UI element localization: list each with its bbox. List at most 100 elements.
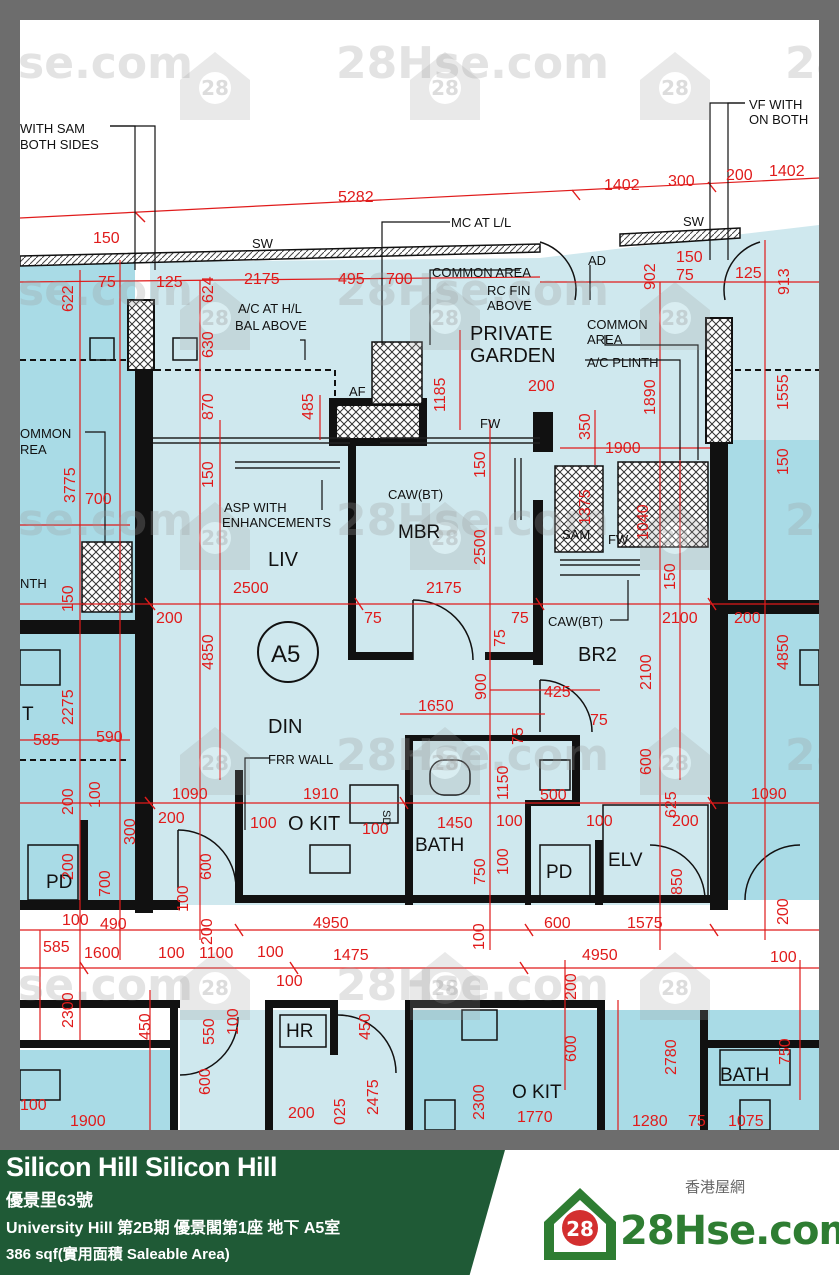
dim-450a: 450 (137, 1013, 154, 1040)
watermark-badge-8 (410, 502, 480, 570)
note-ac-plinth: A/C PLINTH (587, 355, 659, 370)
watermark-text-2: 28Hse.com (20, 38, 193, 89)
floor-lower-mid (180, 1010, 410, 1130)
dim-1402a: 1402 (604, 177, 640, 194)
watermark-texts: 28Hse.com 28Hse.com 28Hse.com 28Hse.com … (20, 38, 819, 1011)
room-label-din: DIN (268, 716, 302, 738)
watermark-badge-number: 28 (431, 306, 459, 330)
watermark-text-4: 28Hse.com (336, 265, 609, 316)
dim-75h: 75 (688, 1113, 706, 1130)
dim-4950b: 4950 (582, 947, 618, 964)
room-label-fw-sam: FW (608, 532, 629, 547)
dim-2275: 2275 (60, 689, 77, 725)
dim-600a: 600 (638, 748, 655, 775)
watermark-text-3: 28Hse.com (785, 38, 819, 89)
dim-585a: 585 (33, 732, 60, 749)
dim-600c: 600 (544, 915, 571, 932)
dim-2300b: 2300 (471, 1084, 488, 1120)
hatch-column-left (81, 541, 133, 613)
floor-plan-frame: 28Hse.com 28Hse.com 28Hse.com 28Hse.com … (20, 20, 819, 1130)
dim-350: 350 (577, 413, 594, 440)
dim-4850a: 4850 (200, 634, 217, 670)
footer-info-panel: Silicon Hill Silicon Hill 優景里63號 Univers… (0, 1150, 505, 1275)
dim-200d: 200 (734, 610, 761, 627)
note-caw-bt-1: CAW(BT) (388, 487, 443, 502)
watermark-badge-number: 28 (201, 76, 229, 100)
room-label-sw-right: SW (683, 214, 705, 229)
dim-75b: 75 (676, 267, 694, 284)
dim-913: 913 (776, 268, 793, 295)
dim-1090b: 1090 (751, 786, 787, 803)
dim-100c: 100 (362, 821, 389, 838)
unit-circle (257, 621, 319, 683)
watermark-badge-number: 28 (201, 306, 229, 330)
watermark-badge-11 (410, 727, 480, 795)
watermark-text-11: 28Hse.com (336, 960, 609, 1011)
dim-1150: 1150 (495, 765, 512, 800)
dim-850: 850 (669, 868, 686, 895)
floor-unit-a5 (150, 440, 710, 905)
dim-902: 902 (642, 263, 659, 290)
watermark-text-12: 28Hse.com (20, 960, 193, 1011)
note-rc-fin-1: RC FIN (487, 283, 530, 298)
dim-75f: 75 (590, 712, 608, 729)
watermark-badge-10 (180, 727, 250, 795)
floor-private-garden (150, 258, 540, 440)
dim-490: 490 (100, 916, 127, 933)
room-label-mbr: MBR (398, 522, 440, 543)
watermark-badge-9 (640, 502, 710, 570)
hatch-column-sam-r (617, 461, 709, 548)
dim-700c: 700 (97, 870, 114, 897)
dim-150b: 150 (676, 249, 703, 266)
brand-name[interactable]: 28Hse.com (620, 1208, 839, 1254)
dim-100h: 100 (158, 945, 185, 962)
room-label-sw-left: SW (252, 236, 274, 251)
note-asp-1: ASP WITH (224, 500, 287, 515)
watermark-badge-1 (180, 52, 250, 120)
room-label-private: PRIVATE (470, 323, 553, 345)
watermark-badge-number: 28 (431, 976, 459, 1000)
dim-600e: 600 (197, 1068, 214, 1095)
room-label-pd-left: PD (46, 872, 72, 893)
walls (20, 299, 819, 1130)
dim-1475: 1475 (333, 947, 369, 964)
dim-200f: 200 (158, 810, 185, 827)
dim-425: 425 (544, 684, 571, 701)
dim-1910: 1910 (303, 786, 339, 803)
dim-025: 025 (332, 1098, 349, 1125)
dim-100m: 100 (20, 1097, 47, 1114)
dim-624: 624 (200, 276, 217, 303)
saleable-area-line: 386 sqf(實用面積 Saleable Area) (6, 1246, 230, 1263)
watermark-badge-15 (640, 952, 710, 1020)
dim-500: 500 (540, 787, 567, 804)
dimension-ticks (79, 181, 719, 975)
room-label-af: AF (349, 384, 366, 399)
dim-150f: 150 (60, 585, 77, 612)
dim-75d: 75 (511, 610, 529, 627)
floor-neighbour-right (725, 440, 819, 900)
dim-2100b: 2100 (638, 654, 655, 690)
floor-lower-kit (410, 1010, 600, 1130)
watermark-text-9: 28Hse.com (336, 730, 609, 781)
floor-lower-right (600, 1010, 819, 1130)
watermark-badge-2 (410, 52, 480, 120)
floor-corridor (20, 905, 819, 1000)
watermark-badge-number: 28 (201, 526, 229, 550)
dim-200g: 200 (672, 813, 699, 830)
note-with-sam-1: WITH SAM (20, 121, 85, 136)
note-vf-with-2: ON BOTH (749, 112, 808, 127)
room-label-garden: GARDEN (470, 345, 556, 367)
dim-75a: 75 (98, 274, 116, 291)
room-label-hr: HR (286, 1021, 313, 1042)
dim-2300a: 2300 (60, 992, 77, 1028)
brand-chinese-name: 香港屋網 (685, 1178, 746, 1196)
dim-1375: 1375 (577, 489, 594, 525)
dim-622: 622 (60, 285, 77, 312)
dim-200a: 200 (726, 167, 753, 184)
dim-5282: 5282 (338, 189, 374, 206)
hatch-column-sam (554, 465, 604, 553)
room-label-bath: BATH (415, 835, 464, 856)
watermark-text-7: 28Hse.com (20, 495, 193, 546)
note-mc-at: MC AT L/L (451, 215, 511, 230)
note-common-area-r2: AREA (587, 332, 623, 347)
